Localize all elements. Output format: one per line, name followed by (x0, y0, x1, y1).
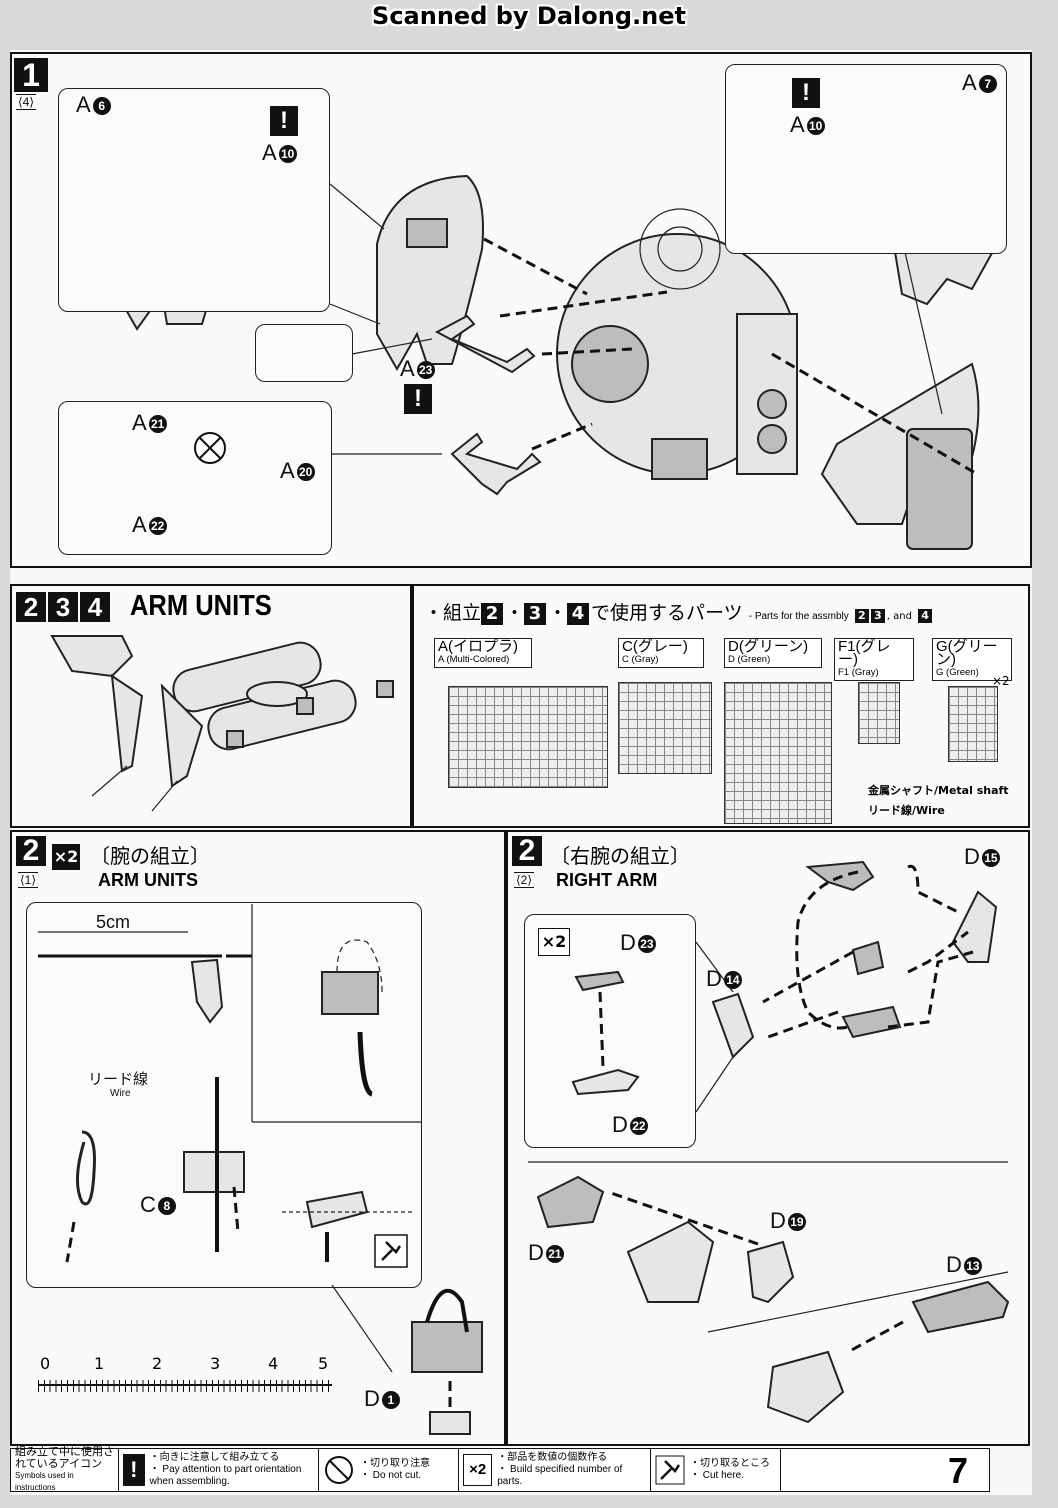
runner-a-diagram (448, 686, 608, 788)
step-sub-number: ⟨4⟩ (16, 94, 37, 110)
step-2-right-arm-panel: 2 ⟨2⟩ 〔右腕の組立〕 RIGHT ARM ×2 (506, 830, 1030, 1446)
runner-label-d: D(グリーン)D (Green) (724, 638, 822, 668)
step-234-title: ARM UNITS (130, 590, 272, 622)
legend-build-multiple: ×2 ・部品を数値の個数作る・ Build specified number o… (459, 1449, 651, 1491)
metal-shaft-label: 金属シャフト/Metal shaft (868, 784, 1009, 797)
wire-label: リード線/Wire (868, 804, 945, 817)
runner-c-diagram (618, 682, 712, 774)
step-title-jp: 〔腕の組立〕 (90, 844, 210, 868)
scan-watermark: Scanned by Dalong.net (372, 2, 686, 30)
arm-units-illustration (50, 635, 394, 812)
step-number: 2 (16, 836, 46, 866)
legend-title: 組み立て中に使用されているアイコン Symbols used in instru… (11, 1446, 119, 1492)
wire-label-jp: リード線 (88, 1071, 149, 1088)
step-title-jp: 〔右腕の組立〕 (550, 844, 690, 868)
step-1-inset-right-visor (725, 64, 1007, 254)
ruler-tick-label: 1 (94, 1354, 105, 1373)
legend-cut-here: ・切り取るところ・ Cut here. (651, 1449, 781, 1491)
step-sub-number: ⟨2⟩ (514, 872, 535, 888)
cut-length-label: 5cm (96, 912, 131, 932)
step-title-en: RIGHT ARM (556, 870, 658, 890)
ruler-tick-label: 0 (40, 1354, 51, 1373)
ruler-tick-label: 3 (210, 1354, 221, 1373)
cut-here-icon (374, 1234, 408, 1268)
build-x2-badge: ×2 (52, 844, 80, 870)
wire-cutting-inset (26, 902, 422, 1288)
legend-attention: ! ・向きに注意して組み立てる・ Pay attention to part o… (119, 1449, 319, 1491)
build-x2-badge: ×2 (538, 928, 570, 956)
attention-icon: ! (123, 1454, 145, 1486)
ruler (38, 1380, 334, 1392)
runner-g-quantity: ×2 (992, 674, 1010, 688)
step-number: 4 (80, 592, 110, 622)
attention-icon: ! (404, 384, 432, 414)
runner-g-diagram (948, 686, 998, 762)
step-1-inset-bar-parts (58, 401, 332, 555)
step-2-arm-units-panel: 2 ⟨1⟩ ×2 〔腕の組立〕 ARM UNITS (10, 830, 506, 1446)
cut-here-icon (655, 1455, 685, 1485)
attention-icon: ! (270, 106, 298, 136)
step-number: 3 (48, 592, 78, 622)
runner-label-g: G(グリーン)G (Green) (932, 638, 1012, 681)
step-number: 2 (512, 836, 542, 866)
step-number: 1 (14, 58, 48, 92)
page-number: 7 (947, 1450, 969, 1491)
runner-label-a: A(イロプラ)A (Multi-Colored) (434, 638, 532, 668)
ruler-tick-label: 4 (268, 1354, 279, 1373)
legend-do-not-cut: ・切り取り注意・ Do not cut. (319, 1449, 459, 1491)
runner-label-f1: F1(グレー)F1 (Gray) (834, 638, 914, 681)
runner-f1-diagram (858, 682, 900, 744)
runner-d-diagram (724, 682, 832, 824)
icon-legend-footer: 組み立て中に使用されているアイコン Symbols used in instru… (10, 1446, 990, 1492)
ruler-tick-label: 2 (152, 1354, 163, 1373)
wire-label-en: Wire (110, 1088, 131, 1099)
step-1-inset-pipe (255, 324, 353, 382)
ruler-tick-label: 5 (318, 1354, 329, 1373)
step-title-en: ARM UNITS (98, 870, 198, 890)
do-not-cut-icon (194, 432, 226, 464)
step-1-panel: 1 ⟨4⟩ (10, 52, 1032, 568)
do-not-cut-icon (325, 1456, 353, 1484)
step-number: 2 (16, 592, 46, 622)
runner-label-c: C(グレー)C (Gray) (618, 638, 704, 668)
attention-icon: ! (792, 78, 820, 108)
step-sub-number: ⟨1⟩ (18, 872, 39, 888)
multiply-icon: ×2 (463, 1454, 493, 1486)
right-arm-diagram (528, 860, 1010, 1424)
wire-assembly-diagram (38, 904, 483, 1435)
